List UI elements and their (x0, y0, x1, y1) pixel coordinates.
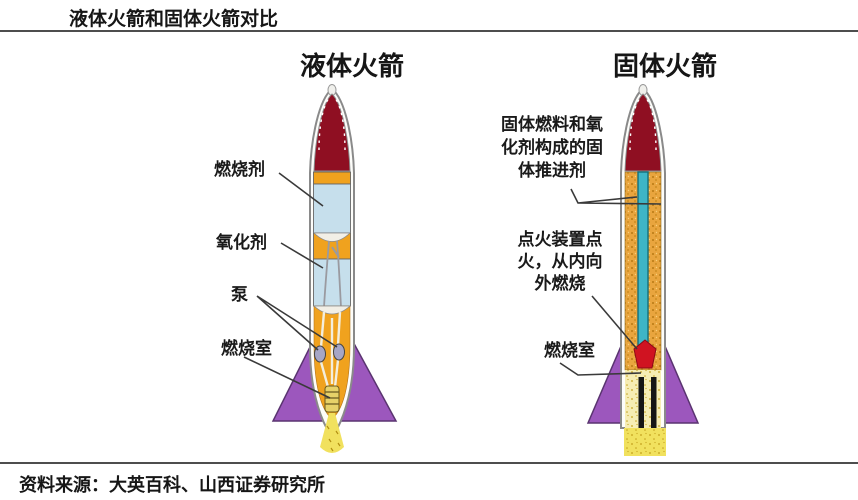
tail-pipes (319, 311, 342, 388)
fuel-tank-dome (312, 232, 352, 242)
label-combustion-chamber-liquid: 燃烧室 (221, 339, 272, 358)
upper-orange-band (313, 171, 351, 185)
pump-right (333, 343, 345, 361)
nozzle-bar-right (651, 377, 657, 428)
pointer-propellant (570, 188, 662, 205)
label-ignition-line3: 外燃烧 (534, 274, 586, 293)
feed-pipe-right (336, 240, 342, 308)
nozzle-bar-left (638, 377, 644, 428)
pointer-fuel (278, 172, 324, 207)
flame-speckles-liquid (326, 425, 341, 452)
nose-seam-left (318, 97, 330, 151)
label-solid-propellant-line3: 体推进剂 (518, 161, 586, 180)
combustion-chamber-liquid (324, 385, 340, 413)
source-note: 资料来源：大英百科、山西证券研究所 (19, 475, 325, 495)
label-oxidizer: 氧化剂 (216, 233, 267, 252)
figure-title: 液体火箭和固体火箭对比 (69, 9, 279, 30)
pointer-combustion-chamber-solid (559, 362, 642, 376)
feed-pipe-left (323, 240, 330, 308)
solid-rocket-nose-cone (624, 93, 662, 172)
central-channel (637, 171, 649, 359)
nose-seam-right (334, 97, 346, 151)
label-solid-propellant: 固体燃料和氧 化剂构成的固 体推进剂 (492, 113, 612, 182)
pointer-lines (243, 172, 662, 399)
liquid-rocket-diagram (271, 84, 398, 453)
top-divider-line (0, 30, 858, 32)
pointer-oxidizer (280, 242, 324, 269)
pointer-pump (256, 295, 338, 351)
liquid-rocket-nose-cone (313, 93, 351, 172)
fuel-tank (313, 183, 351, 234)
label-pump: 泵 (231, 285, 248, 304)
right-column-title: 固体火箭 (612, 51, 717, 81)
left-column-title: 液体火箭 (299, 51, 404, 81)
pointer-combustion-chamber-liquid (243, 356, 331, 399)
label-combustion-chamber-solid: 燃烧室 (544, 341, 595, 360)
label-fuel: 燃烧剂 (214, 160, 265, 179)
pointer-ignition (591, 295, 638, 350)
label-ignition-line1: 点火装置点 (517, 230, 603, 249)
label-solid-propellant-line1: 固体燃料和氧 (501, 115, 603, 134)
combustion-chamber-hatching (325, 391, 339, 405)
bottom-divider-line (0, 462, 858, 464)
label-solid-propellant-line2: 化剂构成的固 (501, 138, 603, 157)
flame-speckles-solid (624, 428, 666, 456)
label-ignition-line2: 火，从内向 (517, 252, 603, 271)
nose-seam-right2 (645, 97, 657, 151)
nose-seam-left2 (629, 97, 641, 151)
label-ignition: 点火装置点 火，从内向 外燃烧 (502, 229, 618, 295)
oxidizer-tank (313, 258, 351, 307)
